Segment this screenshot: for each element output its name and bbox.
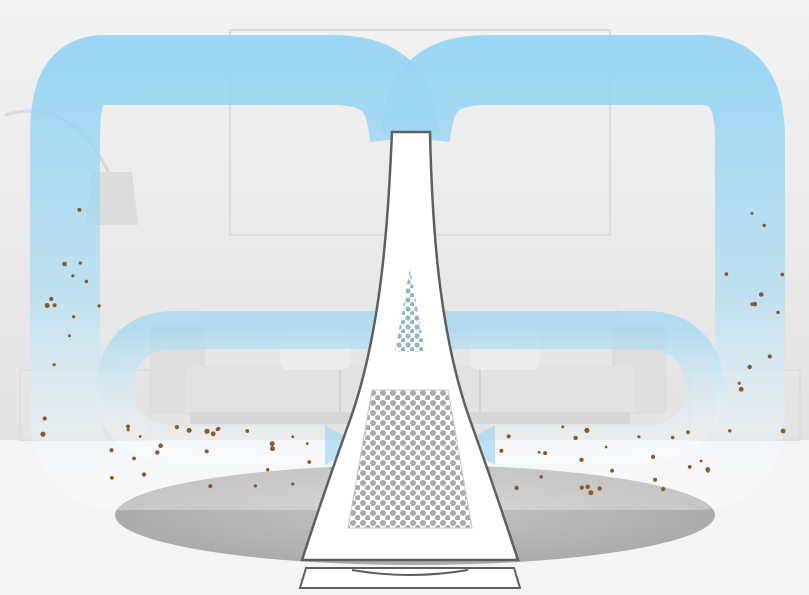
purifier-base <box>300 568 520 588</box>
dust-particle-icon <box>781 429 786 434</box>
dust-particle-icon <box>610 469 614 473</box>
dust-particle-icon <box>53 303 57 307</box>
dust-particle-icon <box>686 430 690 434</box>
dust-particle-icon <box>266 468 269 471</box>
dust-particle-icon <box>499 449 503 453</box>
dust-particle-icon <box>507 434 511 438</box>
dust-particle-icon <box>68 334 71 337</box>
dust-particle-icon <box>651 455 655 459</box>
dust-particle-icon <box>270 441 275 446</box>
dust-particle-icon <box>748 365 752 369</box>
dust-particle-icon <box>291 482 294 485</box>
dust-particle-icon <box>109 448 113 452</box>
dust-particle-icon <box>204 429 209 434</box>
dust-particle-icon <box>598 486 602 490</box>
dust-particle-icon <box>661 487 665 491</box>
dust-particle-icon <box>776 311 779 314</box>
dust-particle-icon <box>588 490 593 495</box>
dust-particle-icon <box>49 297 53 301</box>
dust-particle-icon <box>538 451 541 454</box>
dust-particle-icon <box>738 382 741 385</box>
dust-particle-icon <box>706 470 709 473</box>
dust-particle-icon <box>539 475 543 479</box>
dust-particle-icon <box>216 428 220 432</box>
dust-particle-icon <box>155 450 159 454</box>
dust-particle-icon <box>584 428 589 433</box>
dust-particle-icon <box>85 280 89 284</box>
dust-particle-icon <box>139 435 142 438</box>
dust-particle-icon <box>71 274 74 277</box>
dust-particle-icon <box>175 425 179 429</box>
dust-particle-icon <box>53 363 56 366</box>
dust-particle-icon <box>126 425 130 429</box>
dust-particle-icon <box>671 436 675 440</box>
dust-particle-icon <box>605 446 608 449</box>
dust-particle-icon <box>132 457 136 461</box>
dust-particle-icon <box>585 485 590 490</box>
dust-particle-icon <box>759 292 764 297</box>
dust-particle-icon <box>205 449 209 453</box>
dust-particle-icon <box>62 262 67 267</box>
dust-particle-icon <box>768 354 772 358</box>
dust-particle-icon <box>580 486 584 490</box>
dust-particle-icon <box>45 303 50 308</box>
dust-particle-icon <box>306 442 309 445</box>
dust-particle-icon <box>739 387 744 392</box>
dust-particle-icon <box>270 446 275 451</box>
dust-particle-icon <box>728 429 731 432</box>
dust-particle-icon <box>158 443 163 448</box>
dust-particle-icon <box>72 315 75 318</box>
dust-particle-icon <box>187 428 192 433</box>
dust-particle-icon <box>307 460 311 464</box>
dust-particle-icon <box>561 425 564 428</box>
dust-particle-icon <box>750 303 753 306</box>
dust-particle-icon <box>40 432 45 437</box>
dust-particle-icon <box>254 484 257 487</box>
dust-particle-icon <box>97 304 100 307</box>
dust-particle-icon <box>127 428 130 431</box>
dust-particle-icon <box>543 451 547 455</box>
dust-particle-icon <box>579 458 583 462</box>
dust-particle-icon <box>291 435 294 438</box>
dust-particle-icon <box>79 261 82 264</box>
dust-particle-icon <box>208 484 212 488</box>
dust-particle-icon <box>751 212 754 215</box>
dust-particle-icon <box>780 273 784 277</box>
dust-particle-icon <box>573 436 577 440</box>
dust-particle-icon <box>725 272 729 276</box>
dust-particle-icon <box>700 460 703 463</box>
dust-particle-icon <box>637 435 640 438</box>
dust-particle-icon <box>142 472 146 476</box>
dust-particle-icon <box>245 429 249 433</box>
dust-particle-icon <box>43 416 47 420</box>
dust-particle-icon <box>110 476 114 480</box>
dust-particle-icon <box>688 465 692 469</box>
dust-particle-icon <box>653 478 657 482</box>
dust-particle-icon <box>763 224 766 227</box>
dust-particle-icon <box>211 431 216 436</box>
dust-particle-icon <box>77 208 81 212</box>
dust-particle-icon <box>514 486 518 490</box>
